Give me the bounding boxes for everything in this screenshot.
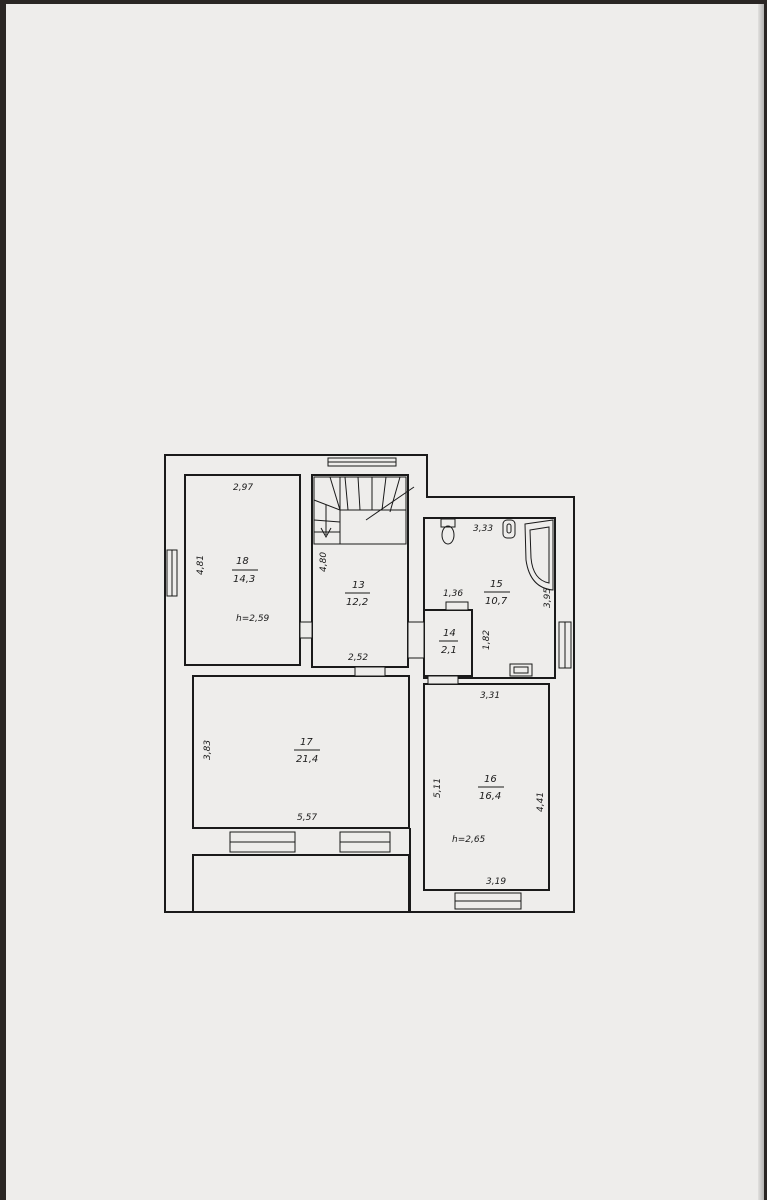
- door-mark-13-14: [407, 621, 425, 659]
- paper-sheet: [6, 4, 764, 1200]
- room-15-inner-dim: 1,36: [443, 589, 463, 599]
- bidet-icon: [502, 519, 516, 539]
- door-mark-15-14: [445, 601, 469, 611]
- outer-wall: [164, 454, 575, 913]
- room-15-number: 15: [490, 579, 503, 590]
- door-mark-16: [427, 675, 459, 685]
- sheet-edge-shadow: [758, 4, 764, 1200]
- room-16-width-bottom: 3,19: [486, 877, 506, 887]
- room-17-walls: [192, 675, 410, 829]
- sink-icon: [509, 663, 533, 677]
- room-18-height: h=2,59: [236, 614, 270, 624]
- room-15-length: 3,95: [543, 588, 553, 608]
- bathtub-icon: [524, 519, 554, 591]
- room-16-height: h=2,65: [452, 835, 486, 845]
- room-15-area: 10,7: [485, 596, 508, 607]
- room-16-length-left: 5,11: [433, 778, 443, 798]
- room-16-width-top: 3,31: [480, 691, 500, 701]
- bottom-balcony-walls: [192, 854, 410, 913]
- room-13-width: 2,52: [348, 653, 368, 663]
- room-13-length: 4,80: [319, 552, 329, 572]
- room-14-number: 14: [443, 628, 456, 639]
- room-17-area: 21,4: [296, 754, 318, 765]
- toilet-icon: [440, 518, 456, 545]
- room-16-length-right: 4,41: [536, 792, 546, 812]
- room-18-width: 2,97: [233, 483, 253, 493]
- room-14-length: 1,82: [482, 630, 492, 650]
- room-17-number: 17: [300, 737, 313, 748]
- room-16-walls: [423, 683, 550, 891]
- room-13-area: 12,2: [346, 597, 368, 608]
- room-18-number: 18: [236, 556, 249, 567]
- room-16-area: 16,4: [479, 791, 501, 802]
- room-14-walls: [423, 609, 473, 677]
- door-mark-13-17: [354, 666, 386, 677]
- room-16-number: 16: [484, 774, 497, 785]
- door-mark-18: [299, 621, 313, 639]
- room-14-area: 2,1: [441, 645, 457, 656]
- room-18-area: 14,3: [233, 574, 255, 585]
- room-18-length: 4,81: [196, 555, 206, 575]
- room-13-number: 13: [352, 580, 365, 591]
- room-15-width: 3,33: [473, 524, 493, 534]
- room-15-walls: [423, 517, 556, 679]
- room-17-width: 5,57: [297, 813, 317, 823]
- room-17-length: 3,83: [203, 740, 213, 760]
- room-18-walls: [184, 474, 301, 666]
- staircase: [313, 476, 415, 545]
